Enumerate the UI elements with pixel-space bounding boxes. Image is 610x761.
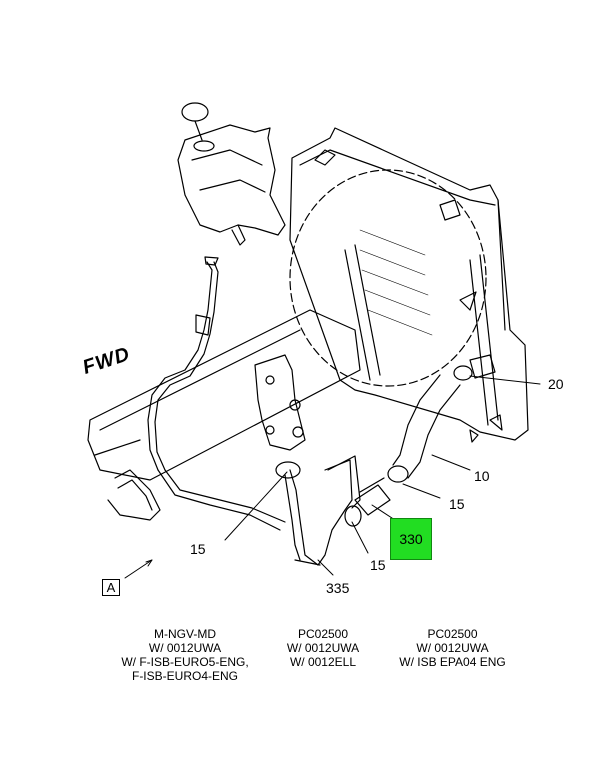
view-a-label: A [106, 580, 116, 595]
callout-20: 20 [548, 376, 564, 392]
note-block-2: PC02500 W/ 0012UWA W/ 0012ELL [268, 627, 378, 669]
pipe-335 [275, 455, 361, 566]
note-line: PC02500 [297, 627, 349, 641]
lower-coolant-tubes [107, 469, 286, 531]
callout-330-highlight[interactable]: 330 [390, 518, 432, 560]
leader-lines [124, 375, 541, 579]
view-a-box: A [102, 579, 120, 596]
callout-15-center: 15 [370, 557, 386, 573]
overflow-hose [147, 256, 219, 471]
note-block-1: M-NGV-MD W/ 0012UWA W/ F-ISB-EURO5-ENG, … [110, 627, 260, 683]
note-line: F-ISB-EURO4-ENG [131, 669, 238, 683]
callout-330: 330 [399, 531, 423, 547]
callout-335: 335 [326, 580, 350, 596]
fan-shroud [289, 169, 487, 387]
note-line: M-NGV-MD [154, 627, 216, 641]
mount-plate [87, 309, 361, 481]
note-line: W/ 0012UWA [286, 641, 360, 655]
note-line: W/ 0012UWA [416, 641, 489, 655]
note-line: W/ F-ISB-EURO5-ENG, [121, 655, 249, 669]
note-line: PC02500 [427, 627, 478, 641]
radiator-frame [289, 127, 529, 443]
callout-10: 10 [474, 468, 490, 484]
callout-15-right: 15 [449, 496, 465, 512]
callout-15-left: 15 [190, 541, 206, 557]
note-line: W/ 0012UWA [148, 641, 222, 655]
note-block-3: PC02500 W/ 0012UWA W/ ISB EPA04 ENG [385, 627, 520, 669]
hose-330 [344, 477, 391, 527]
lower-radiator-hose [387, 365, 473, 483]
note-line: W/ ISB EPA04 ENG [399, 655, 506, 669]
note-line: W/ 0012ELL [289, 655, 357, 669]
thermostat-housing [254, 354, 306, 451]
coolant-reservoir [177, 102, 286, 246]
